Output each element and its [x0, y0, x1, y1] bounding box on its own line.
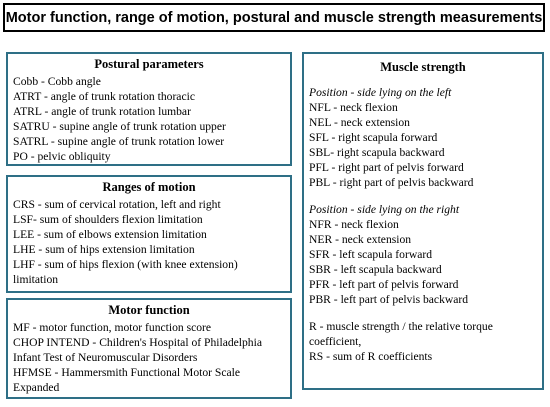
postural-item-satru: SATRU - supine angle of trunk rotation u… — [13, 120, 226, 133]
motor-item-mf: MF - motor function, motor function scor… — [13, 321, 212, 334]
diagram-title: Motor function, range of motion, postura… — [3, 3, 545, 32]
ranges-item-crs: CRS - sum of cervical rotation, left and… — [13, 198, 221, 211]
muscle-item-sbr: SBR - left scapula backward — [309, 263, 442, 276]
muscle-item-nfl: NFL - neck flexion — [309, 101, 398, 114]
muscle-item-pfr: PFR - left part of pelvis forward — [309, 278, 459, 291]
postural-item-atrt: ATRT - angle of trunk rotation thoracic — [13, 90, 195, 103]
ranges-of-motion-heading: Ranges of motion — [102, 180, 196, 194]
muscle-item-pbr: PBR - left part of pelvis backward — [309, 293, 469, 306]
muscle-item-sfl: SFL - right scapula forward — [309, 131, 438, 144]
ranges-item-lsf: LSF- sum of shoulders flexion limitation — [13, 213, 203, 226]
ranges-item-lee: LEE - sum of elbows extension limitation — [13, 228, 207, 241]
ranges-of-motion-box: Ranges of motion CRS - sum of cervical r… — [6, 175, 292, 293]
muscle-item-pbl: PBL - right part of pelvis backward — [309, 176, 474, 189]
position-right-title: Position - side lying on the right — [309, 203, 460, 216]
motor-item-chop-intend: CHOP INTEND - Children's Hospital of Phi… — [13, 336, 262, 364]
muscle-item-nfr: NFR - neck flexion — [309, 218, 399, 231]
postural-parameters-heading: Postural parameters — [94, 57, 204, 71]
muscle-item-pfl: PFL - right part of pelvis forward — [309, 161, 464, 174]
muscle-note-rs: RS - sum of R coefficients — [309, 350, 433, 363]
ranges-item-lhe: LHE - sum of hips extension limitation — [13, 243, 195, 256]
muscle-strength-heading: Muscle strength — [380, 60, 466, 74]
muscle-item-nel: NEL - neck extension — [309, 116, 410, 129]
motor-item-hfmse: HFMSE - Hammersmith Functional Motor Sca… — [13, 366, 241, 394]
muscle-item-sbl: SBL- right scapula backward — [309, 146, 445, 159]
muscle-note-r: R - muscle strength / the relative torqu… — [309, 320, 493, 348]
muscle-item-ner: NER - neck extension — [309, 233, 412, 246]
motor-function-heading: Motor function — [108, 303, 190, 317]
postural-item-po: PO - pelvic obliquity — [13, 150, 111, 163]
muscle-strength-box: Muscle strength Position - side lying on… — [302, 52, 544, 390]
ranges-item-lhf: LHF - sum of hips flexion (with knee ext… — [13, 258, 238, 286]
motor-function-box: Motor function MF - motor function, moto… — [6, 298, 292, 399]
postural-parameters-box: Postural parameters Cobb - Cobb angle AT… — [6, 52, 292, 166]
postural-item-satrl: SATRL - supine angle of trunk rotation l… — [13, 135, 225, 148]
postural-item-atrl: ATRL - angle of trunk rotation lumbar — [13, 105, 191, 118]
postural-item-cobb: Cobb - Cobb angle — [13, 75, 101, 88]
muscle-item-sfr: SFR - left scapula forward — [309, 248, 432, 261]
position-left-title: Position - side lying on the left — [309, 86, 452, 99]
